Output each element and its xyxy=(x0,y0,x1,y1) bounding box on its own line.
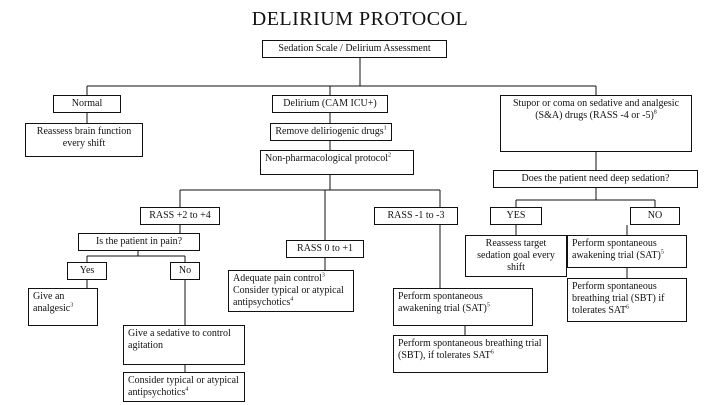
footnote-mark: 2 xyxy=(388,152,392,159)
rass-mid-text: RASS 0 to +1 xyxy=(297,243,353,254)
sbt-mid-text: Perform spontaneous breathing trial (SBT… xyxy=(398,338,542,361)
give-analgesic-text: Give an analgesic xyxy=(33,291,71,314)
yes-right-box: YES xyxy=(490,207,542,225)
consider-antipsychotics-left-box: Consider typical or atypical antipsychot… xyxy=(123,372,245,402)
pain-question-box: Is the patient in pain? xyxy=(78,233,200,251)
footnote-mark: 8 xyxy=(653,109,657,116)
footnote-mark: 4 xyxy=(185,386,189,393)
adequate-pain-text: Adequate pain control xyxy=(233,273,322,284)
rass-high-box: RASS +2 to +4 xyxy=(140,207,220,225)
footnote-mark: 3 xyxy=(70,302,74,309)
deep-sedation-question-box: Does the patient need deep sedation? xyxy=(493,170,698,188)
rass-high-text: RASS +2 to +4 xyxy=(149,210,211,221)
remove-drugs-text: Remove deliriogenic drugs xyxy=(275,126,384,137)
normal-text: Normal xyxy=(71,98,103,109)
sat-right-text: Perform spontaneous awakening trial (SAT… xyxy=(572,238,661,261)
no-left-box: No xyxy=(170,262,200,280)
rass-low-box: RASS -1 to -3 xyxy=(374,207,458,225)
pain-question-text: Is the patient in pain? xyxy=(95,236,183,247)
no-right-text: NO xyxy=(647,210,663,221)
consider-antipsychotics-mid-text: Consider typical or atypical antipsychot… xyxy=(233,285,344,308)
no-left-text: No xyxy=(178,265,192,276)
nonpharm-box: Non-pharmacological protocol2 xyxy=(260,150,414,175)
footnote-mark: 1 xyxy=(383,125,387,132)
footnote-mark: 6 xyxy=(626,304,630,311)
footnote-mark: 6 xyxy=(490,349,494,356)
reassess-brain-text: Reassess brain function every shift xyxy=(36,126,132,149)
nonpharm-text: Non-pharmacological protocol xyxy=(265,153,389,164)
delirium-box: Delirium (CAM ICU+) xyxy=(272,95,388,113)
rass-mid-box: RASS 0 to +1 xyxy=(286,240,364,258)
stupor-text: Stupor or coma on sedative and analgesic… xyxy=(512,98,680,121)
footnote-mark: 4 xyxy=(290,296,294,303)
sbt-right-box: Perform spontaneous breathing trial (SBT… xyxy=(567,278,687,322)
remove-drugs-box: Remove deliriogenic drugs1 xyxy=(270,123,392,141)
sbt-mid-box: Perform spontaneous breathing trial (SBT… xyxy=(393,335,548,373)
footnote-mark: 5 xyxy=(486,302,490,309)
yes-right-text: YES xyxy=(506,210,526,221)
delirium-text: Delirium (CAM ICU+) xyxy=(283,98,377,109)
stupor-box: Stupor or coma on sedative and analgesic… xyxy=(500,95,692,152)
footnote-mark: 5 xyxy=(660,249,664,256)
no-right-box: NO xyxy=(630,207,680,225)
give-sedative-text: Give a sedative to control agitation xyxy=(128,328,231,351)
adequate-pain-box: Adequate pain control3 Consider typical … xyxy=(228,270,354,312)
yes-left-text: Yes xyxy=(79,265,95,276)
page-title: DELIRIUM PROTOCOL xyxy=(251,8,469,30)
sedation-assessment-box: Sedation Scale / Delirium Assessment xyxy=(262,40,447,58)
sat-mid-box: Perform spontaneous awakening trial (SAT… xyxy=(393,288,533,326)
rass-low-text: RASS -1 to -3 xyxy=(387,210,445,221)
sbt-right-text: Perform spontaneous breathing trial (SBT… xyxy=(572,281,665,316)
give-analgesic-box: Give an analgesic3 xyxy=(28,288,98,326)
yes-left-box: Yes xyxy=(67,262,107,280)
normal-box: Normal xyxy=(53,95,121,113)
consider-antipsychotics-left-text: Consider typical or atypical antipsychot… xyxy=(128,375,239,398)
deep-sedation-question-text: Does the patient need deep sedation? xyxy=(521,173,670,184)
reassess-brain-box: Reassess brain function every shift xyxy=(25,123,143,157)
reassess-target-text: Reassess target sedation goal every shif… xyxy=(477,238,555,273)
sat-mid-text: Perform spontaneous awakening trial (SAT… xyxy=(398,291,487,314)
sat-right-box: Perform spontaneous awakening trial (SAT… xyxy=(567,235,687,268)
sedation-assessment-text: Sedation Scale / Delirium Assessment xyxy=(278,43,431,54)
footnote-mark: 3 xyxy=(321,272,325,279)
reassess-target-box: Reassess target sedation goal every shif… xyxy=(465,235,567,277)
give-sedative-box: Give a sedative to control agitation xyxy=(123,325,245,365)
